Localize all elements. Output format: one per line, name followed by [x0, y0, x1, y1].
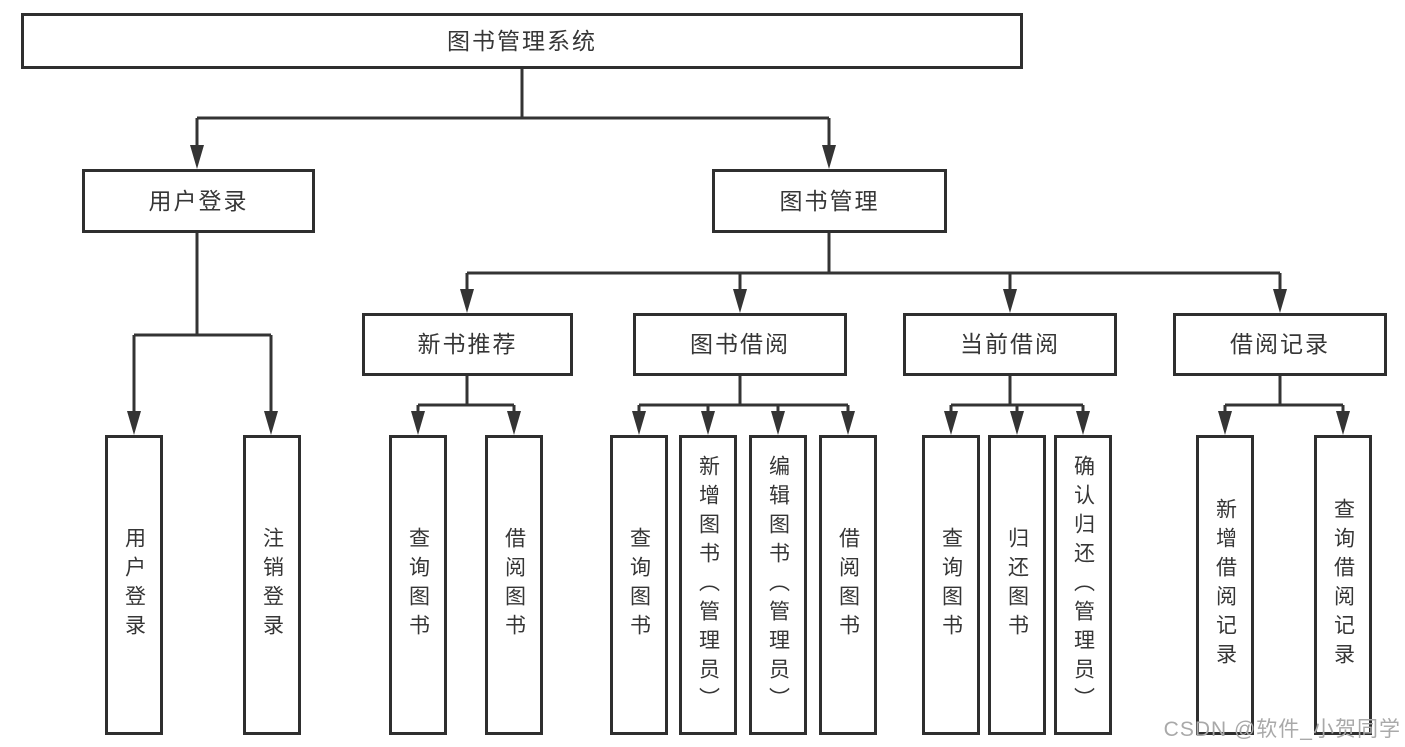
leaf-return-books: 归还图书 — [988, 435, 1046, 735]
leaf-label: 借阅图书 — [502, 527, 526, 643]
leaf-query-books-2: 查询图书 — [610, 435, 668, 735]
leaf-label: 确认归还（管理员） — [1071, 454, 1095, 716]
leaf-label: 编辑图书（管理员） — [766, 454, 790, 716]
connector-root-to-level1 — [190, 69, 836, 169]
leaf-query-borrow-record: 查询借阅记录 — [1314, 435, 1372, 735]
leaf-add-borrow-record: 新增借阅记录 — [1196, 435, 1254, 735]
leaf-borrow-books-1: 借阅图书 — [485, 435, 543, 735]
connector-book-mgmt-split — [460, 233, 1287, 313]
node-current-borrow: 当前借阅 — [903, 313, 1117, 376]
node-book-mgmt: 图书管理 — [712, 169, 947, 233]
csdn-watermark: CSDN @软件_小贺同学 — [1163, 718, 1401, 741]
leaf-query-books-3: 查询图书 — [922, 435, 980, 735]
node-book-borrow: 图书借阅 — [633, 313, 847, 376]
node-current-borrow-label: 当前借阅 — [960, 331, 1060, 357]
leaf-confirm-return-admin: 确认归还（管理员） — [1054, 435, 1112, 735]
leaf-edit-books-admin: 编辑图书（管理员） — [749, 435, 807, 735]
node-borrow-records-label: 借阅记录 — [1230, 331, 1330, 357]
connector-book-borrow-split — [632, 376, 855, 435]
leaf-user-login: 用户登录 — [105, 435, 163, 735]
leaf-label: 用户登录 — [122, 527, 146, 643]
node-book-mgmt-label: 图书管理 — [779, 187, 880, 214]
node-user-login-label: 用户登录 — [148, 187, 249, 214]
node-new-book-rec: 新书推荐 — [362, 313, 573, 376]
leaf-label: 借阅图书 — [836, 527, 860, 643]
leaf-label: 注销登录 — [260, 527, 284, 643]
node-new-book-rec-label: 新书推荐 — [417, 331, 518, 357]
connector-borrow-records-split — [1218, 376, 1350, 435]
leaf-label: 查询图书 — [627, 527, 651, 643]
leaf-label: 查询借阅记录 — [1331, 498, 1355, 672]
node-borrow-records: 借阅记录 — [1173, 313, 1387, 376]
leaf-query-books-1: 查询图书 — [389, 435, 447, 735]
leaf-label: 查询图书 — [939, 527, 963, 643]
leaf-add-books-admin: 新增图书（管理员） — [679, 435, 737, 735]
connector-new-book-rec-split — [411, 376, 521, 435]
leaf-label: 归还图书 — [1005, 527, 1029, 643]
leaf-label: 新增借阅记录 — [1213, 498, 1237, 672]
node-user-login: 用户登录 — [82, 169, 315, 233]
node-book-borrow-label: 图书借阅 — [690, 331, 790, 357]
leaf-label: 查询图书 — [406, 527, 430, 643]
leaf-label: 新增图书（管理员） — [696, 454, 720, 716]
node-root-label: 图书管理系统 — [447, 27, 597, 54]
connector-user-login-split — [127, 233, 278, 435]
connector-current-borrow-split — [944, 376, 1090, 435]
leaf-logout: 注销登录 — [243, 435, 301, 735]
leaf-borrow-books-2: 借阅图书 — [819, 435, 877, 735]
node-root: 图书管理系统 — [21, 13, 1023, 69]
